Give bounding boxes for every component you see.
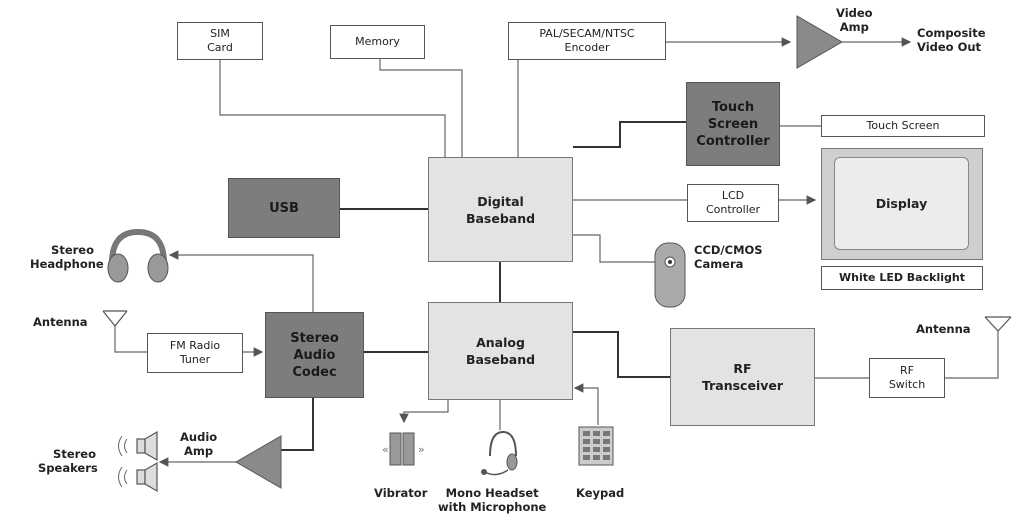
db-touch-line <box>573 121 686 148</box>
svg-text:»: » <box>418 443 425 456</box>
camera-phone-icon <box>654 242 686 308</box>
video-amp-label: Video Amp <box>836 6 873 34</box>
vibrator-label: Vibrator <box>374 486 428 500</box>
touch-screen-block: Touch Screen <box>821 115 985 137</box>
camera-label: CCD/CMOS Camera <box>694 243 763 271</box>
camera-line <box>573 234 655 263</box>
vibrator-line <box>399 400 449 424</box>
analog-baseband-block: Analog Baseband <box>428 302 573 400</box>
video-amp-triangle <box>796 15 843 69</box>
touch-controller-block: Touch Screen Controller <box>686 82 780 166</box>
display-frame: Display <box>821 148 983 260</box>
ab-rf-line <box>573 331 670 378</box>
svg-text:«: « <box>382 443 389 456</box>
antenna-right-label: Antenna <box>916 322 971 336</box>
usb-block: USB <box>228 178 340 238</box>
headset-icon <box>481 430 518 476</box>
audio-amp-label: Audio Amp <box>180 430 218 458</box>
speaker-icons <box>136 430 158 493</box>
keypad-line <box>573 383 599 425</box>
keypad-icon <box>578 426 614 466</box>
digital-baseband-block: Digital Baseband <box>428 157 573 262</box>
sim-card-block: SIM Card <box>177 22 263 60</box>
antenna-left-label: Antenna <box>33 315 88 329</box>
rf-transceiver-block: RF Transceiver <box>670 328 815 426</box>
display-screen: Display <box>834 157 969 250</box>
sim-line <box>219 58 446 158</box>
headphone-line <box>168 250 314 312</box>
fm-tuner-block: FM Radio Tuner <box>147 333 243 373</box>
vibrator-icon: « » <box>382 432 425 466</box>
switch-antenna-line <box>945 330 999 379</box>
antenna-right-icon <box>984 316 1012 332</box>
stereo-speakers-label: Stereo Speakers <box>38 447 98 475</box>
stereo-codec-block: Stereo Audio Codec <box>265 312 364 398</box>
antenna-left-line <box>114 325 147 353</box>
stereo-headphone-label: Stereo Headphone <box>30 243 104 271</box>
memory-line <box>379 58 463 158</box>
rf-switch-block: RF Switch <box>869 358 945 398</box>
codec-amp-line <box>280 398 314 451</box>
encoder-block: PAL/SECAM/NTSC Encoder <box>508 22 666 60</box>
backlight-block: White LED Backlight <box>821 266 983 290</box>
lcd-controller-block: LCD Controller <box>687 184 779 222</box>
keypad-label: Keypad <box>576 486 625 500</box>
audio-amp-triangle <box>235 435 282 489</box>
memory-block: Memory <box>330 25 425 59</box>
mono-headset-label: Mono Headset with Microphone <box>438 486 547 514</box>
headphone-icon <box>107 228 169 283</box>
composite-out-label: Composite Video Out <box>917 26 986 54</box>
speaker-waves <box>118 435 128 488</box>
antenna-left-icon <box>102 310 128 327</box>
